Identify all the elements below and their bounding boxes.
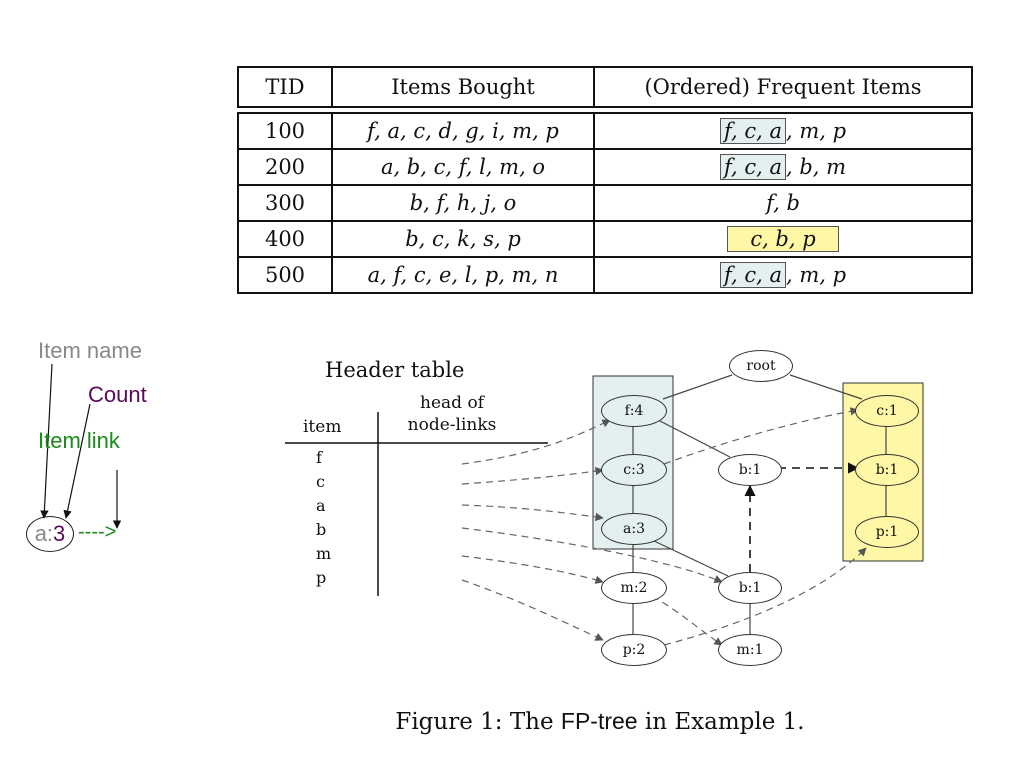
items-bought-cell: f, a, c, d, g, i, m, p: [331, 112, 595, 150]
link-p: [461, 579, 604, 641]
frequent-rest: , m, p: [785, 263, 847, 287]
tree-node-p2: p:2: [601, 634, 667, 666]
tree-node-f4: f:4: [601, 395, 667, 427]
header-col-line2: node-links: [407, 415, 497, 435]
transaction-table: TID Items Bought (Ordered) Frequent Item…: [237, 66, 973, 294]
header-item: c: [316, 472, 325, 491]
header-tid: TID: [237, 66, 333, 108]
tree-node-p1: p:1: [855, 516, 919, 548]
tid-cell: 500: [237, 256, 333, 294]
tree-node-b1-upper: b:1: [718, 454, 782, 486]
tree-node-c3: c:3: [601, 454, 667, 486]
table-row: 500 a, f, c, e, l, p, m, n f, c, a, m, p: [237, 256, 973, 294]
tree-node-a3: a:3: [601, 513, 667, 545]
legend-item-link-label: Item link: [38, 428, 120, 453]
tree-node-b1-right: b:1: [855, 454, 919, 486]
frequent-rest: f, b: [766, 191, 800, 215]
link-m: [461, 555, 604, 584]
teal-highlight: f, c, a: [719, 262, 786, 288]
legend-link-arrow: ---->: [78, 521, 117, 543]
legend-pointer-name: [40, 363, 53, 519]
tree-node-m1: m:1: [718, 634, 782, 666]
table-gap: [238, 106, 972, 114]
link-c3-c1: [663, 407, 859, 465]
link-a: [461, 504, 604, 522]
frequent-items-cell: f, c, a, m, p: [593, 256, 973, 294]
caption-code-b: -tree: [590, 708, 638, 734]
link-f: [461, 419, 611, 465]
table-row: 400 b, c, k, s, p c, b, p: [237, 220, 973, 258]
teal-highlight: f, c, a: [719, 118, 786, 144]
frequent-items-cell: f, c, a, m, p: [593, 112, 973, 150]
header-col-item: item: [303, 417, 342, 437]
table-row: 100 f, a, c, d, g, i, m, p f, c, a, m, p: [237, 112, 973, 150]
legend-count-label: Count: [88, 382, 147, 407]
edge-f4-b1a: [657, 419, 731, 458]
figure-caption: Figure 1: The FP-tree in Example 1.: [0, 708, 1024, 735]
tree-node-root: root: [729, 350, 793, 382]
tree-node-b1-lower: b:1: [718, 572, 782, 604]
edge-a3-b1b: [651, 539, 729, 577]
edge-root-f4: [662, 374, 733, 400]
header-items-bought: Items Bought: [331, 66, 595, 108]
header-col-node-links: head of node-links: [400, 392, 504, 436]
legend-node-count: 3: [53, 521, 66, 546]
link-p2-p1: [663, 547, 867, 646]
frequent-items-cell: f, c, a, b, m: [593, 148, 973, 186]
link-b: [461, 527, 723, 583]
caption-suffix: in Example 1.: [637, 709, 805, 735]
legend-node-name: a:: [34, 521, 54, 546]
yellow-highlight: c, b, p: [727, 226, 839, 252]
legend-item-name-label: Item name: [38, 338, 142, 363]
header-item: m: [316, 544, 332, 563]
edge-root-c1: [789, 374, 863, 400]
header-table-title: Header table: [325, 358, 465, 382]
items-bought-cell: b, f, h, j, o: [331, 184, 595, 222]
items-bought-cell: a, f, c, e, l, p, m, n: [331, 256, 595, 294]
items-bought-cell: b, c, k, s, p: [331, 220, 595, 258]
frequent-rest: , m, p: [785, 119, 847, 143]
header-col-line1: head of: [420, 393, 484, 413]
frequent-items-cell: c, b, p: [593, 220, 973, 258]
tree-node-c1: c:1: [855, 395, 919, 427]
caption-code-a: FP: [560, 708, 591, 734]
caption-prefix: Figure 1: The: [395, 709, 561, 735]
tid-cell: 100: [237, 112, 333, 150]
tid-cell: 400: [237, 220, 333, 258]
table-row: 200 a, b, c, f, l, m, o f, c, a, b, m: [237, 148, 973, 186]
tid-cell: 300: [237, 184, 333, 222]
header-item: a: [316, 496, 326, 515]
frequent-items-cell: f, b: [593, 184, 973, 222]
tree-node-m2: m:2: [601, 572, 667, 604]
frequent-rest: , b, m: [785, 155, 847, 179]
items-bought-cell: a, b, c, f, l, m, o: [331, 148, 595, 186]
header-item: p: [316, 568, 327, 587]
header-frequent-items: (Ordered) Frequent Items: [593, 66, 973, 108]
table-row: 300 b, f, h, j, o f, b: [237, 184, 973, 222]
teal-highlight: f, c, a: [719, 154, 786, 180]
legend-pointer-count: [63, 403, 91, 519]
link-m2-m1: [651, 595, 723, 646]
tid-cell: 200: [237, 148, 333, 186]
legend-example-node: a:3: [26, 516, 74, 552]
header-item: b: [316, 520, 327, 539]
table-header-row: TID Items Bought (Ordered) Frequent Item…: [237, 66, 973, 108]
link-c: [461, 466, 604, 485]
header-item: f: [316, 448, 322, 467]
